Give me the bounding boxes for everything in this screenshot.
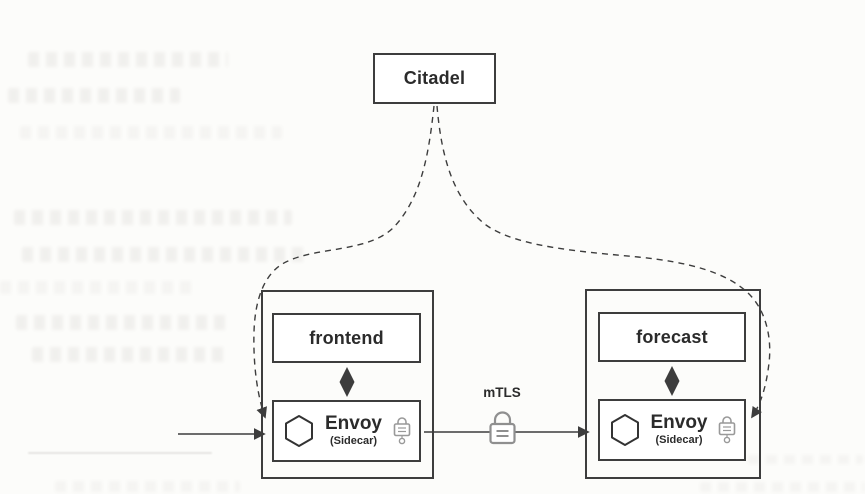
mtls-lock-icon [489, 411, 516, 445]
bleedthrough-smudge [0, 281, 198, 294]
envoy-label-group: Envoy (Sidecar) [325, 414, 382, 447]
bleedthrough-smudge [55, 481, 240, 492]
bleedthrough-smudge [32, 347, 230, 362]
citadel-box: Citadel [373, 53, 496, 104]
envoy-hexagon-icon [611, 414, 639, 446]
certificate-lock-icon [393, 417, 411, 445]
frontend-service-box: frontend [272, 313, 421, 363]
envoy-sublabel: (Sidecar) [329, 435, 378, 447]
left-pod-box [261, 290, 434, 479]
bleedthrough-smudge [28, 52, 228, 67]
bleedthrough-smudge [700, 482, 865, 492]
bleedthrough-smudge [748, 455, 863, 464]
frontend-label: frontend [309, 327, 384, 348]
forecast-service-box: forecast [598, 312, 746, 362]
citadel-label: Citadel [403, 68, 466, 88]
envoy-hexagon-icon [285, 415, 313, 447]
left-envoy-sidecar-box: Envoy (Sidecar) [272, 400, 421, 462]
bleedthrough-smudge [16, 315, 230, 330]
right-pod-box [585, 289, 761, 479]
bleedthrough-smudge [8, 88, 180, 103]
bleedthrough-rule [28, 452, 212, 454]
envoy-label: Envoy [650, 412, 708, 433]
envoy-label: Envoy [324, 413, 383, 434]
envoy-label-group: Envoy (Sidecar) [650, 413, 707, 446]
envoy-sublabel: (Sidecar) [655, 434, 703, 446]
certificate-lock-icon [718, 416, 736, 444]
mtls-label: mTLS [483, 385, 521, 400]
bleedthrough-smudge [22, 247, 310, 262]
right-envoy-sidecar-box: Envoy (Sidecar) [598, 399, 746, 461]
bleedthrough-smudge [20, 126, 282, 139]
bleedthrough-smudge [14, 210, 292, 225]
forecast-label: forecast [636, 326, 708, 347]
